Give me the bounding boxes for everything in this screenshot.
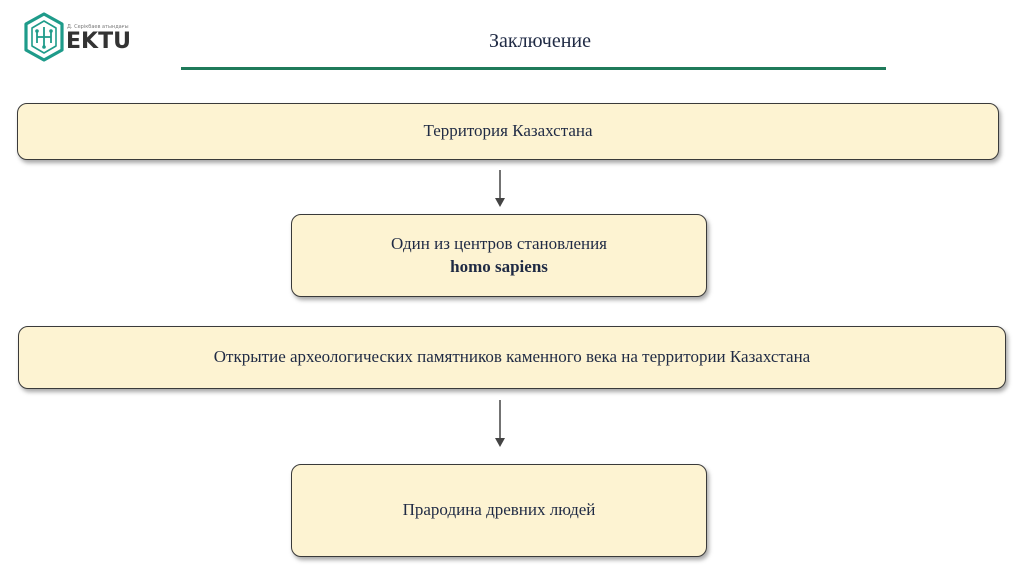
- ektu-logo: Д. Серікбаев атындағы EKTU: [22, 12, 142, 62]
- flow-box-discovery: Открытие археологических памятников каме…: [18, 326, 1006, 389]
- down-arrow-icon: [495, 400, 505, 447]
- flow-box-center-line1: Один из центров становления: [390, 233, 608, 253]
- flow-box-territory: Территория Казахстана: [17, 103, 999, 160]
- title-underline: [181, 67, 886, 70]
- university-emblem-icon: [24, 12, 64, 62]
- flow-box-homeland: Прародина древних людей: [291, 464, 707, 557]
- logo-brand-text: EKTU: [66, 29, 131, 54]
- flow-box-homeland-text: Прародина древних людей: [402, 500, 596, 520]
- flow-box-discovery-text: Открытие археологических памятников каме…: [213, 347, 811, 367]
- flow-box-center-line2: homo sapiens: [450, 256, 548, 276]
- down-arrow-icon: [495, 170, 505, 207]
- logo-small-caption: Д. Серікбаев атындағы: [67, 24, 129, 30]
- slide-title: Заключение: [489, 30, 591, 52]
- flow-box-territory-text: Территория Казахстана: [423, 121, 593, 141]
- flow-box-center: Один из центров становления homo sapiens: [291, 214, 707, 297]
